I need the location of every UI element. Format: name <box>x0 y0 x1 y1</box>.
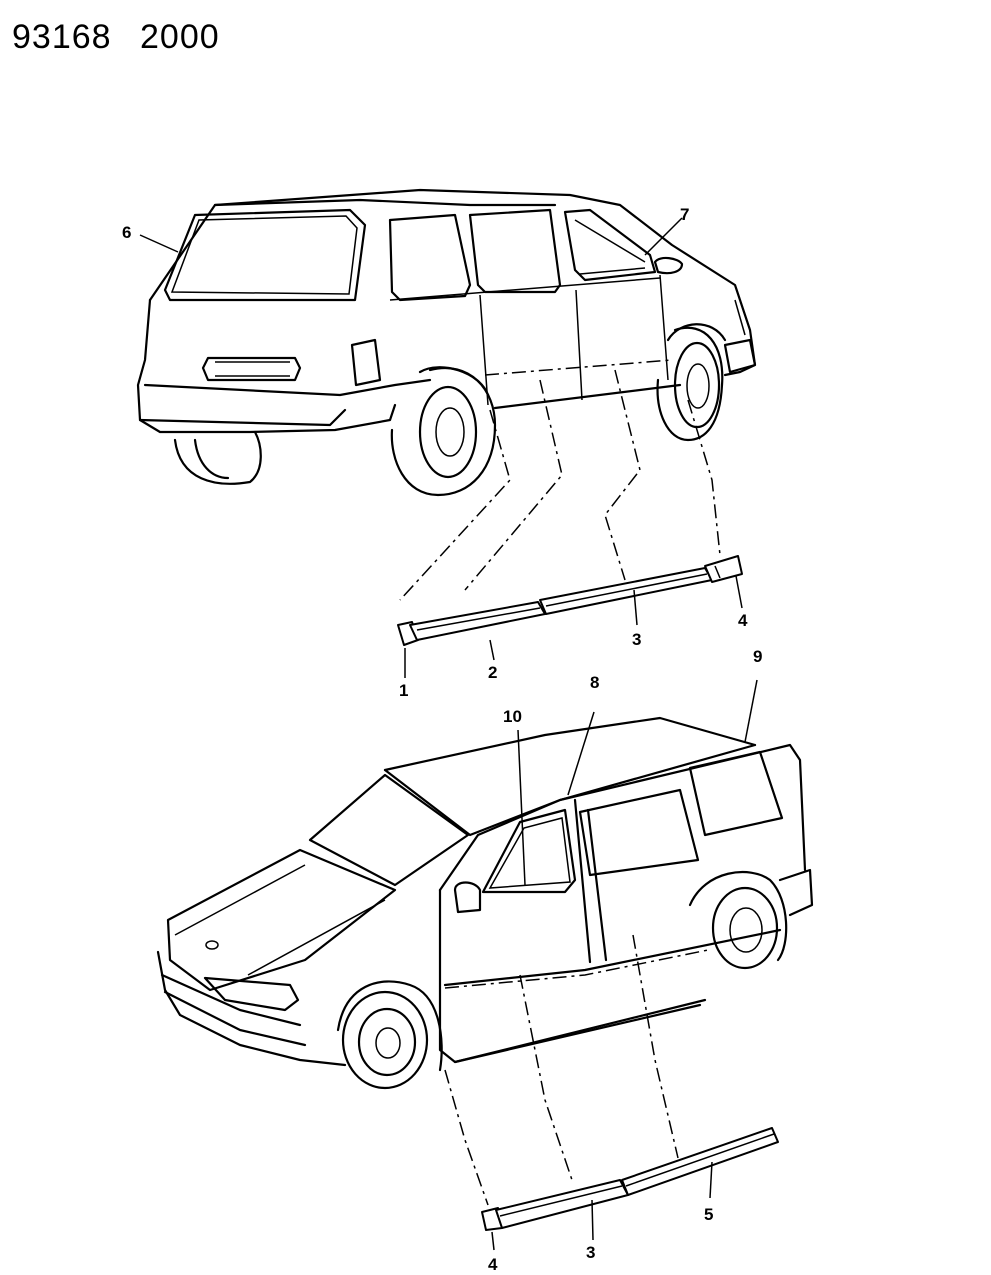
callout-7: 7 <box>680 205 689 224</box>
callout-3-top: 3 <box>632 630 641 649</box>
diagram-header: 93168 2000 <box>12 18 238 57</box>
callout-10: 10 <box>503 707 522 726</box>
callout-8: 8 <box>590 673 599 692</box>
molding-part-3-bottom <box>495 1179 629 1229</box>
header-code: 2000 <box>140 18 220 56</box>
van-front-view <box>156 716 814 1090</box>
molding-part-2 <box>409 601 546 641</box>
callout-6: 6 <box>122 223 131 242</box>
header-part-number: 93168 <box>12 18 112 56</box>
end-cap-part-4-top <box>704 555 743 583</box>
callout-3-bottom: 3 <box>586 1243 595 1262</box>
callout-1: 1 <box>399 681 408 700</box>
van-rear-view <box>136 188 757 497</box>
bottom-molding-assembly <box>481 1127 779 1231</box>
callout-4-top: 4 <box>738 611 748 630</box>
top-molding-assembly <box>397 555 743 646</box>
callout-9: 9 <box>753 647 762 666</box>
callout-4-bottom: 4 <box>488 1255 498 1274</box>
molding-part-5 <box>621 1127 779 1196</box>
callout-2: 2 <box>488 663 497 682</box>
callout-5: 5 <box>704 1205 713 1224</box>
molding-part-3-top <box>539 567 713 615</box>
